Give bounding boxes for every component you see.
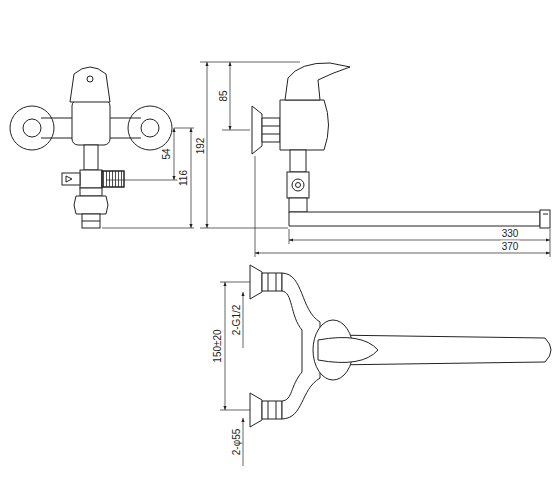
dimension-label: 2-φ55 (231, 428, 242, 457)
dimension-label: 85 (218, 89, 229, 102)
dimension-label: 370 (501, 241, 520, 252)
top-view (220, 265, 551, 466)
dimension-label: 330 (501, 228, 520, 239)
side-view (200, 62, 550, 257)
dimension-label: 150±20 (212, 328, 223, 363)
dimension-label: 54 (161, 147, 172, 160)
dimension-label: 116 (178, 169, 189, 187)
front-view (10, 67, 194, 228)
dimension-label: 2-G1/2 (231, 304, 242, 337)
dimension-label: 192 (195, 137, 206, 156)
